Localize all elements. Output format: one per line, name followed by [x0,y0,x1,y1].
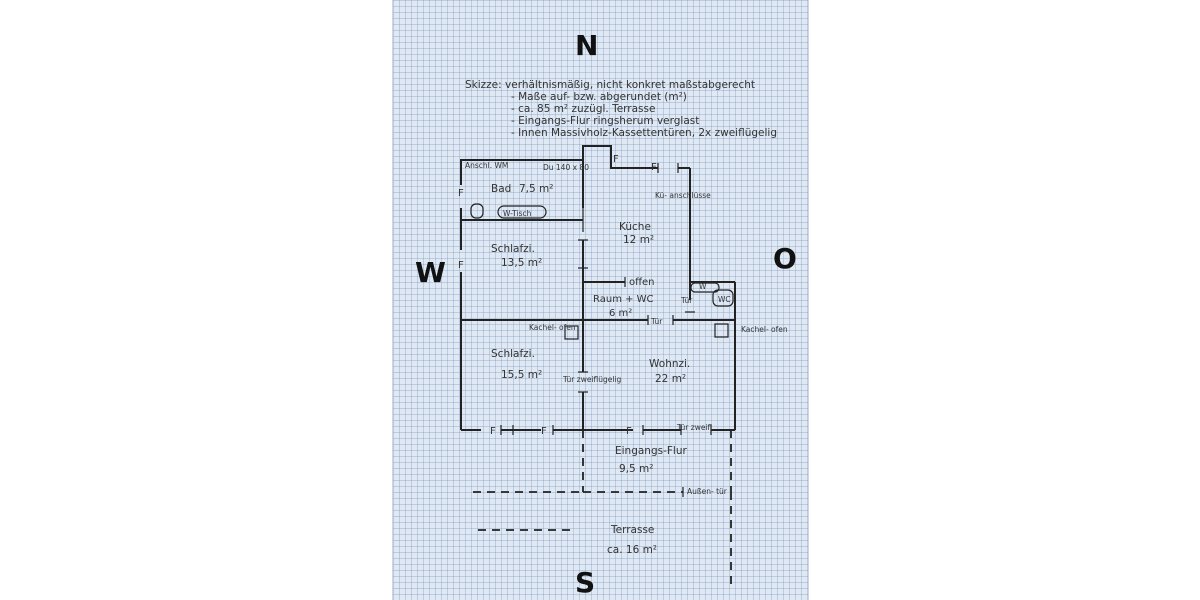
walls [460,145,736,590]
room-bad-name: Bad [491,183,511,195]
room-wohnzi-name: Wohnzi. [649,358,690,370]
room-bad-area: 7,5 m² [519,183,553,195]
room-kueche-name: Küche [619,221,651,233]
tile-stove-right-icon [714,323,729,338]
room-schlafzi1-name: Schlafzi. [491,243,535,255]
window-f-6: F [541,426,547,437]
label-kachelofen-left: Kachel- ofen [529,323,576,332]
label-tuer-mid: Tür [650,317,663,326]
washbasin-icon [690,282,720,293]
label-wc: WC [718,295,731,304]
note-title: Skizze: verhältnismäßig, nicht konkret m… [465,79,755,91]
room-terrasse-name: Terrasse [610,524,654,536]
room-raum-wc-name: Raum + WC [593,294,654,305]
room-schlafzi2-area: 15,5 m² [501,369,542,381]
label-tuer-zweifl: Tür zweifl. [676,423,715,432]
window-f-2: F [651,162,657,173]
compass-east: O [773,242,797,275]
room-kueche-area: 12 m² [623,234,654,246]
room-terrasse-area: ca. 16 m² [607,544,657,556]
window-f-1: F [613,154,619,165]
sink-table-icon [497,205,547,219]
wc-bowl-icon [712,289,734,307]
toilet-icon [470,203,484,219]
label-dusche: Du 140 x 80 [543,163,589,172]
room-raum-wc-area: 6 m² [609,308,632,319]
graph-paper-sheet: N S W O Skizze: verhältnismäßig, nicht k… [393,0,808,600]
note-line-3: - Eingangs-Flur ringsherum verglast [511,115,699,127]
window-f-3: F [458,188,464,199]
room-flur-area: 9,5 m² [619,463,653,475]
floor-plan-sketch: N S W O Skizze: verhältnismäßig, nicht k… [415,29,797,599]
tile-stove-left-icon [564,325,579,340]
window-f-4: F [458,260,464,271]
label-w-tisch: W-Tisch [503,209,532,218]
window-f-7: F [626,426,632,437]
label-aussentuer: Außen- tür [687,487,728,496]
window-f-5: F [490,426,496,437]
label-kachelofen-right: Kachel- ofen [741,325,788,334]
label-wm: Anschl. WM [465,161,508,170]
room-schlafzi1-area: 13,5 m² [501,257,542,269]
label-tuer-wc: Tür [680,296,693,305]
compass-north: N [575,29,598,62]
label-kueche-anschluesse: Kü- anschlüsse [655,191,711,200]
label-offen: offen [629,277,655,288]
room-wohnzi-area: 22 m² [655,373,686,385]
label-w: W [699,282,707,291]
room-flur-name: Eingangs-Flur [615,445,687,457]
compass-west: W [415,256,446,289]
label-tuer-zweifluegelig: Tür zweiflügelig [562,375,622,384]
room-schlafzi2-name: Schlafzi. [491,348,535,360]
note-line-4: - Innen Massivholz-Kassettentüren, 2x zw… [511,127,777,139]
note-line-1: - Maße auf- bzw. abgerundet (m²) [511,91,687,103]
fixtures [470,203,734,340]
compass-south: S [575,566,595,599]
note-line-2: - ca. 85 m² zuzügl. Terrasse [511,103,655,115]
